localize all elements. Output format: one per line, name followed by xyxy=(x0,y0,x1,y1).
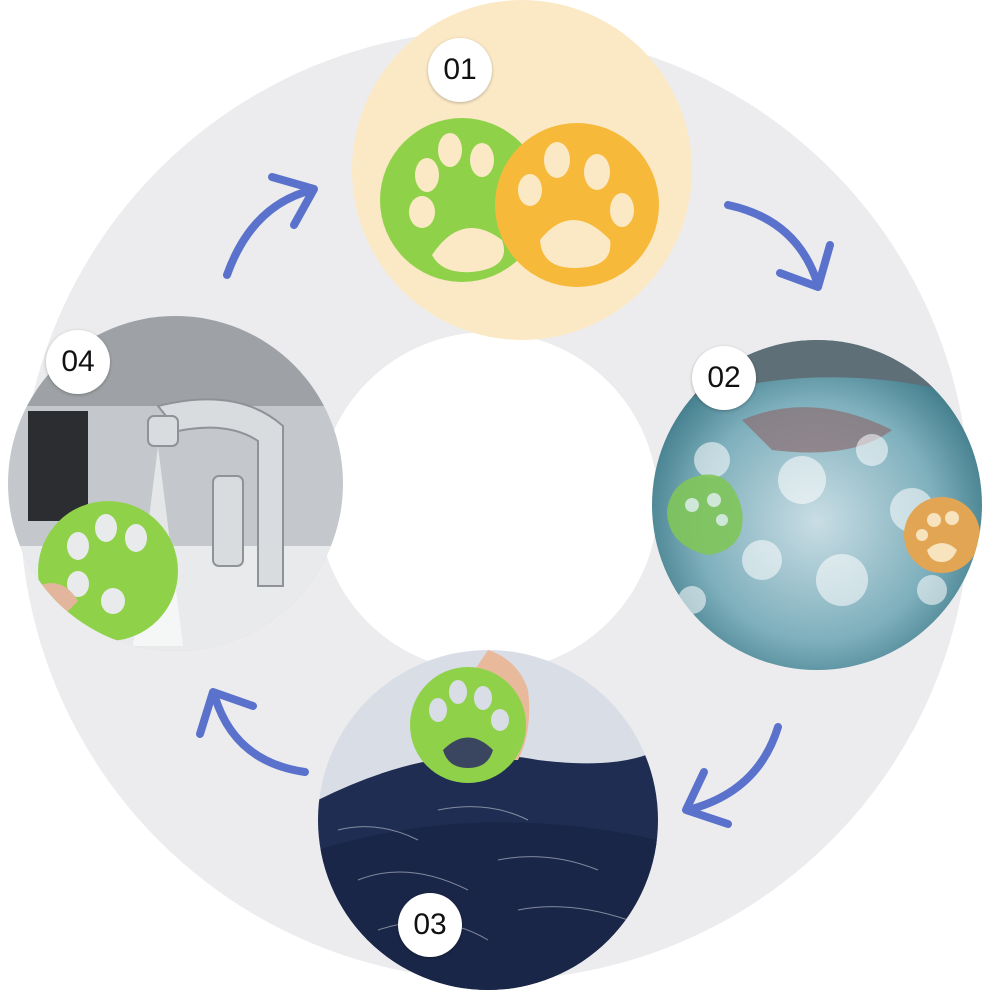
green-catcher-with-hair xyxy=(410,667,526,783)
arrow-1-to-2-icon xyxy=(718,185,838,305)
arrow-4-to-1-icon xyxy=(212,165,332,285)
yellow-paw-catcher xyxy=(495,123,659,287)
arrow-2-to-3-icon xyxy=(668,712,788,832)
step-01-badge: 01 xyxy=(428,38,492,102)
arrow-3-to-4-icon xyxy=(195,672,315,792)
yellow-catcher-in-water xyxy=(904,497,980,573)
step-03-badge: 03 xyxy=(398,893,462,957)
green-catcher-in-water xyxy=(667,474,743,555)
step-02-badge: 02 xyxy=(692,346,756,410)
step-04-badge: 04 xyxy=(46,330,110,394)
step-03-image xyxy=(318,650,658,990)
step-01-image xyxy=(352,0,692,340)
green-paw-catcher xyxy=(380,118,544,282)
ring-center xyxy=(318,332,658,672)
faucet xyxy=(147,398,284,587)
